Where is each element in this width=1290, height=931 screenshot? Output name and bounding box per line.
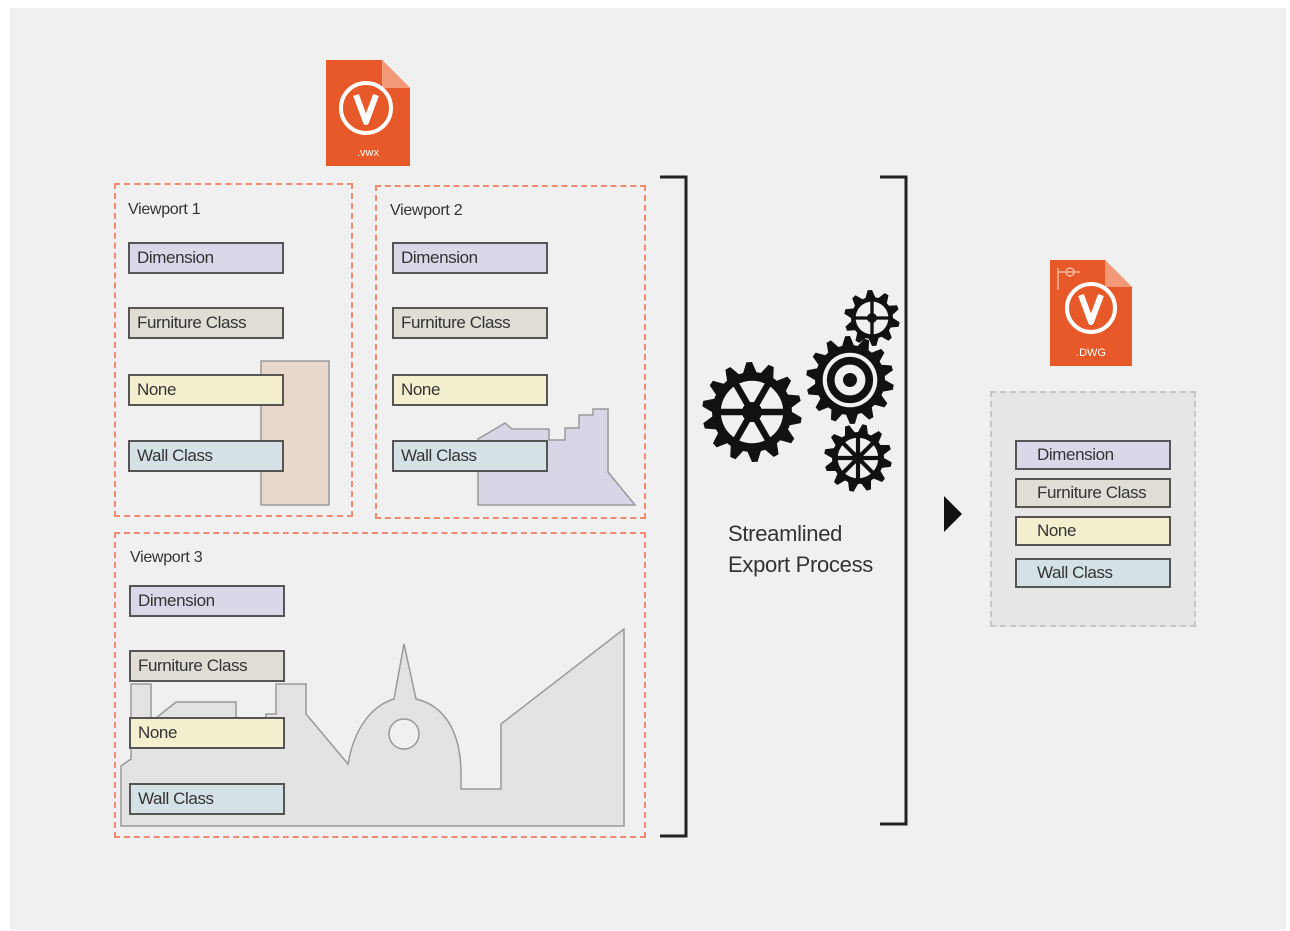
right-bracket	[880, 175, 908, 826]
vwx-file-icon: .vwx	[326, 60, 410, 166]
dwg-file-icon: .DWG	[1050, 260, 1132, 366]
small-bottom-gear	[824, 424, 892, 492]
output-furniture-class[interactable]: Furniture Class	[1015, 478, 1171, 508]
viewport-1-furniture-class[interactable]: Furniture Class	[128, 307, 284, 339]
medium-gear	[806, 336, 894, 424]
viewport-2-building-shape	[477, 408, 637, 506]
arrow-right-icon	[944, 496, 962, 532]
viewport-1-dimension-class[interactable]: Dimension	[128, 242, 284, 274]
large-gear	[702, 362, 802, 462]
left-bracket	[660, 175, 688, 838]
viewport-1-title: Viewport 1	[128, 201, 201, 218]
process-label: Streamlined Export Process	[728, 518, 873, 580]
process-label-line2: Export Process	[728, 552, 873, 577]
output-dimension-class[interactable]: Dimension	[1015, 440, 1171, 470]
viewport-1-building-shape	[260, 360, 330, 506]
output-none-class[interactable]: None	[1015, 516, 1171, 546]
viewport-3-wall-class[interactable]: Wall Class	[129, 783, 285, 815]
export-result-panel: Dimension Furniture Class None Wall Clas…	[990, 391, 1196, 627]
small-top-gear	[844, 290, 900, 346]
viewport-2: Viewport 2 Dimension Furniture Class Non…	[375, 185, 646, 519]
viewport-3-title: Viewport 3	[130, 549, 203, 566]
dwg-file-ext: .DWG	[1076, 347, 1106, 359]
gears-icon	[702, 290, 900, 492]
vwx-file-ext: .vwx	[357, 147, 380, 159]
viewport-3: Viewport 3 Dimension Furniture Class Non…	[114, 532, 646, 838]
viewport-2-wall-class[interactable]: Wall Class	[392, 440, 548, 472]
viewport-3-dimension-class[interactable]: Dimension	[129, 585, 285, 617]
process-label-line1: Streamlined	[728, 521, 843, 546]
viewport-2-dimension-class[interactable]: Dimension	[392, 242, 548, 274]
viewport-2-none-class[interactable]: None	[392, 374, 548, 406]
viewport-2-title: Viewport 2	[390, 202, 463, 219]
viewport-1-wall-class[interactable]: Wall Class	[128, 440, 284, 472]
viewport-3-furniture-class[interactable]: Furniture Class	[129, 650, 285, 682]
output-wall-class[interactable]: Wall Class	[1015, 558, 1171, 588]
viewport-1-none-class[interactable]: None	[128, 374, 284, 406]
viewport-2-furniture-class[interactable]: Furniture Class	[392, 307, 548, 339]
viewport-1: Viewport 1 Dimension Furniture Class Non…	[114, 183, 353, 517]
viewport-3-none-class[interactable]: None	[129, 717, 285, 749]
diagram-canvas: .vwx Viewport 1 Dimension Furniture Clas…	[10, 8, 1286, 930]
